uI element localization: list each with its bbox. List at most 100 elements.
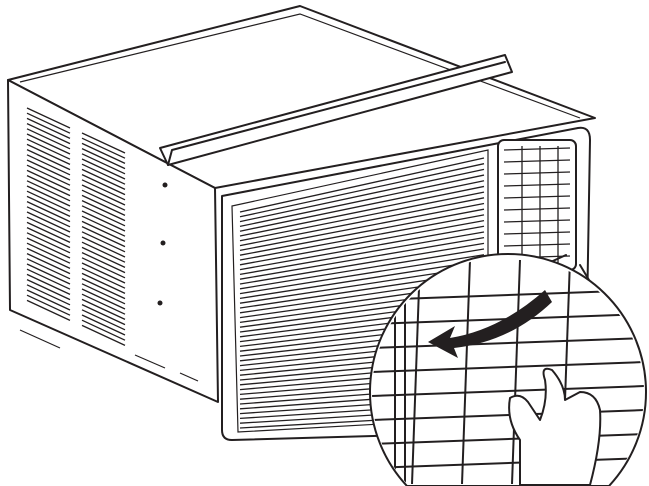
side-vent-slat <box>26 123 71 145</box>
side-vent-slat <box>26 169 71 191</box>
side-vent-slat <box>26 149 71 171</box>
magnified-vent-slat <box>372 457 645 469</box>
vent-slat <box>503 219 571 223</box>
front-louver <box>239 254 485 295</box>
side-vent-slat <box>81 309 126 331</box>
side-vent-slat <box>26 263 71 285</box>
front-louver <box>239 259 485 300</box>
front-louver <box>239 163 485 218</box>
vent-slat <box>503 183 571 187</box>
side-vent-slat <box>26 253 71 275</box>
side-vent-slat <box>26 279 71 301</box>
front-louver <box>239 197 485 247</box>
side-vent-slat <box>26 128 71 150</box>
side-vent-slat <box>81 324 126 346</box>
side-vent-slat <box>26 237 71 259</box>
side-vent-slat <box>81 241 126 263</box>
hand-adjusting-louver-icon <box>508 367 602 486</box>
side-vent-slat <box>81 298 126 320</box>
side-vent-slat <box>81 168 126 190</box>
side-vent-slat <box>81 272 126 294</box>
side-vent-slat <box>81 262 126 284</box>
side-vent-slat <box>26 232 71 254</box>
side-vent-slat <box>26 294 71 316</box>
side-vent-slat <box>26 195 71 217</box>
side-vent-slat <box>81 153 126 175</box>
side-vent-slat <box>81 184 126 206</box>
vent-slat <box>503 243 571 247</box>
top-panel-inner-edge <box>19 13 581 119</box>
vent-slat <box>503 195 571 199</box>
front-louver <box>239 174 485 228</box>
magnified-vent-divider <box>461 259 471 485</box>
side-vent-slat <box>26 206 71 228</box>
vent-slat <box>503 171 571 175</box>
side-vent-slat <box>26 117 71 139</box>
side-vent-slat <box>81 142 126 164</box>
side-vent-slat <box>81 148 126 170</box>
side-vent-slat <box>26 268 71 290</box>
front-louver <box>239 214 485 261</box>
side-vent-slat <box>81 132 126 154</box>
base-slots <box>19 329 199 382</box>
side-vent-slat <box>26 201 71 223</box>
side-vent-slat <box>26 143 71 165</box>
front-louver <box>239 225 485 271</box>
magnified-vent-slat <box>372 361 645 373</box>
side-vent-slat <box>26 159 71 181</box>
side-vent-slat <box>26 107 71 129</box>
side-vent-slat <box>81 163 126 185</box>
side-vent-slat <box>81 179 126 201</box>
front-louver <box>239 157 485 213</box>
side-vent-slat <box>81 257 126 279</box>
side-vent-slat <box>26 154 71 176</box>
side-vent-slat <box>26 138 71 160</box>
side-vent-slat <box>81 210 126 232</box>
side-vent-slat <box>81 278 126 300</box>
side-vent-slat <box>26 299 71 321</box>
front-louver <box>239 237 485 280</box>
side-vent-slat <box>81 200 126 222</box>
side-vent-slat <box>81 220 126 242</box>
side-vent-slat <box>81 236 126 258</box>
front-louver <box>239 219 485 266</box>
curved-arrow-left-icon <box>428 290 552 358</box>
side-vent-slat <box>81 319 126 341</box>
side-vent-slat <box>81 304 126 326</box>
side-vent-slat <box>81 231 126 253</box>
front-louver <box>239 242 485 285</box>
side-vent-slat <box>26 273 71 295</box>
side-vent-slat <box>81 267 126 289</box>
side-vents <box>26 107 126 346</box>
side-vent-slat <box>81 194 126 216</box>
front-louver <box>239 185 485 237</box>
side-vent-slat <box>81 189 126 211</box>
side-vent-slat <box>26 227 71 249</box>
vent-slat <box>503 159 571 163</box>
side-vent-slat <box>81 293 126 315</box>
side-vent-slat <box>26 284 71 306</box>
side-vent-slat <box>26 242 71 264</box>
screw-icon <box>162 182 168 188</box>
side-vent-slat <box>81 314 126 336</box>
vent-slat <box>503 231 571 235</box>
side-vent-slat <box>26 175 71 197</box>
side-vent-slat <box>26 164 71 186</box>
side-vent-slat <box>26 185 71 207</box>
side-vent-slat <box>26 180 71 202</box>
front-louver <box>239 208 485 256</box>
side-vent-slat <box>81 174 126 196</box>
side-vent-slat <box>81 215 126 237</box>
front-louver <box>239 248 485 290</box>
side-vent-slat <box>81 288 126 310</box>
magnified-detail <box>369 252 647 486</box>
side-vent-slat <box>81 283 126 305</box>
side-vent-slat <box>81 205 126 227</box>
side-vent-slat <box>26 112 71 134</box>
front-louver <box>239 231 485 276</box>
front-louver <box>239 202 485 252</box>
side-vent-slat <box>26 247 71 269</box>
screw-icon <box>157 300 163 306</box>
front-louver <box>239 168 485 223</box>
